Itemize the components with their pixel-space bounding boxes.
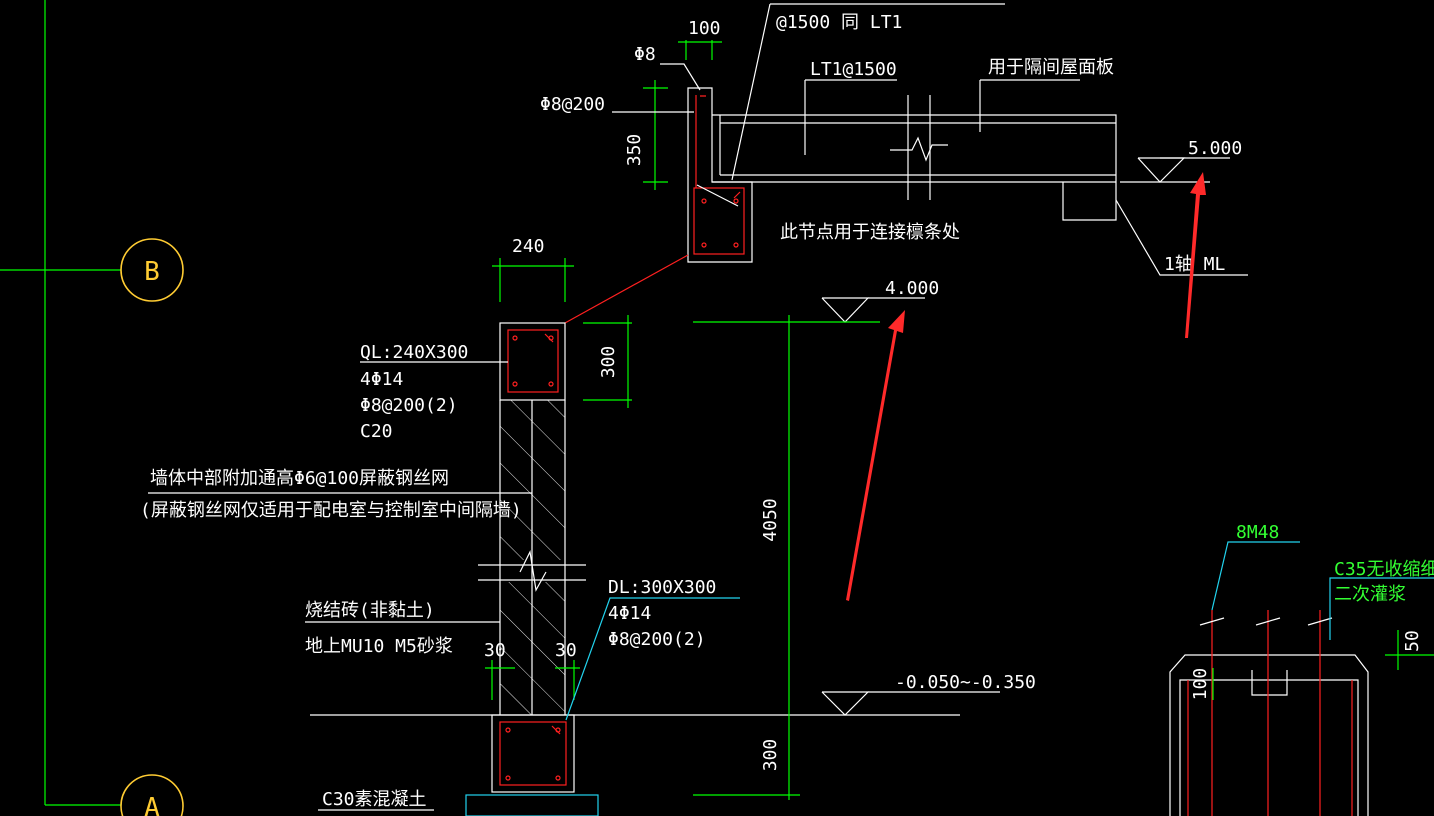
- axis-bubble-a: A: [120, 774, 184, 816]
- label-mesh-note1: 墙体中部附加通高Φ6@100屏蔽钢丝网: [150, 468, 449, 489]
- elevation-5000: 5.000: [1188, 138, 1242, 159]
- dim-50: 50: [1402, 630, 1423, 652]
- label-top-ref: @1500 同 LT1: [776, 12, 902, 33]
- label-dl-bars: 4Φ14: [608, 603, 651, 624]
- dim-240: 240: [512, 236, 545, 257]
- label-mesh-note2: (屏蔽钢丝网仅适用于配电室与控制室中间隔墙): [140, 500, 522, 521]
- foundation-detail: [1169, 541, 1434, 816]
- label-roof-slab: 用于隔间屋面板: [988, 57, 1114, 78]
- dim-350: 350: [624, 134, 645, 167]
- label-dl-stirrup: Φ8@200(2): [608, 629, 706, 650]
- red-arrow-4000: [846, 310, 905, 601]
- label-node-note: 此节点用于连接檩条处: [780, 222, 960, 243]
- label-brick1: 烧结砖(非黏土): [305, 600, 435, 621]
- dim-100: 100: [688, 18, 721, 39]
- label-phi8-200: Φ8@200: [540, 94, 605, 115]
- axis-grid: [0, 0, 121, 806]
- dim-300-bottom: 300: [760, 739, 781, 772]
- label-c30: C30素混凝土: [322, 789, 427, 810]
- wall-section: [148, 258, 1000, 816]
- svg-text:A: A: [144, 793, 160, 816]
- label-lt1: LT1@1500: [810, 59, 897, 80]
- label-ql-size: QL:240X300: [360, 342, 468, 363]
- label-grout1: C35无收缩细石: [1334, 559, 1434, 580]
- svg-text:B: B: [144, 257, 160, 287]
- elevation-ground: -0.050~-0.350: [895, 672, 1036, 693]
- label-phi8: Φ8: [634, 44, 656, 65]
- red-arrow-5000: [1185, 172, 1206, 338]
- dim-30-right: 30: [555, 640, 577, 661]
- label-brick2: 地上MU10 M5砂浆: [305, 636, 453, 657]
- label-ql-concrete: C20: [360, 421, 393, 442]
- label-bolt: 8M48: [1236, 522, 1279, 543]
- elevation-4000: 4.000: [885, 278, 939, 299]
- label-ql-bars: 4Φ14: [360, 369, 403, 390]
- dim-300-top: 300: [598, 346, 619, 379]
- annotation-arrows: [846, 172, 1206, 601]
- roof-node-detail: [564, 3, 1248, 324]
- label-ql-stirrup: Φ8@200(2): [360, 395, 458, 416]
- label-axis-ml: 1轴 ML: [1164, 254, 1226, 275]
- axis-bubble-b: B: [120, 238, 184, 302]
- label-grout2: 二次灌浆: [1334, 584, 1406, 605]
- label-dl-size: DL:300X300: [608, 577, 716, 598]
- dim-100-right: 100: [1190, 668, 1211, 701]
- dim-4050: 4050: [760, 498, 781, 541]
- dim-30-left: 30: [484, 640, 506, 661]
